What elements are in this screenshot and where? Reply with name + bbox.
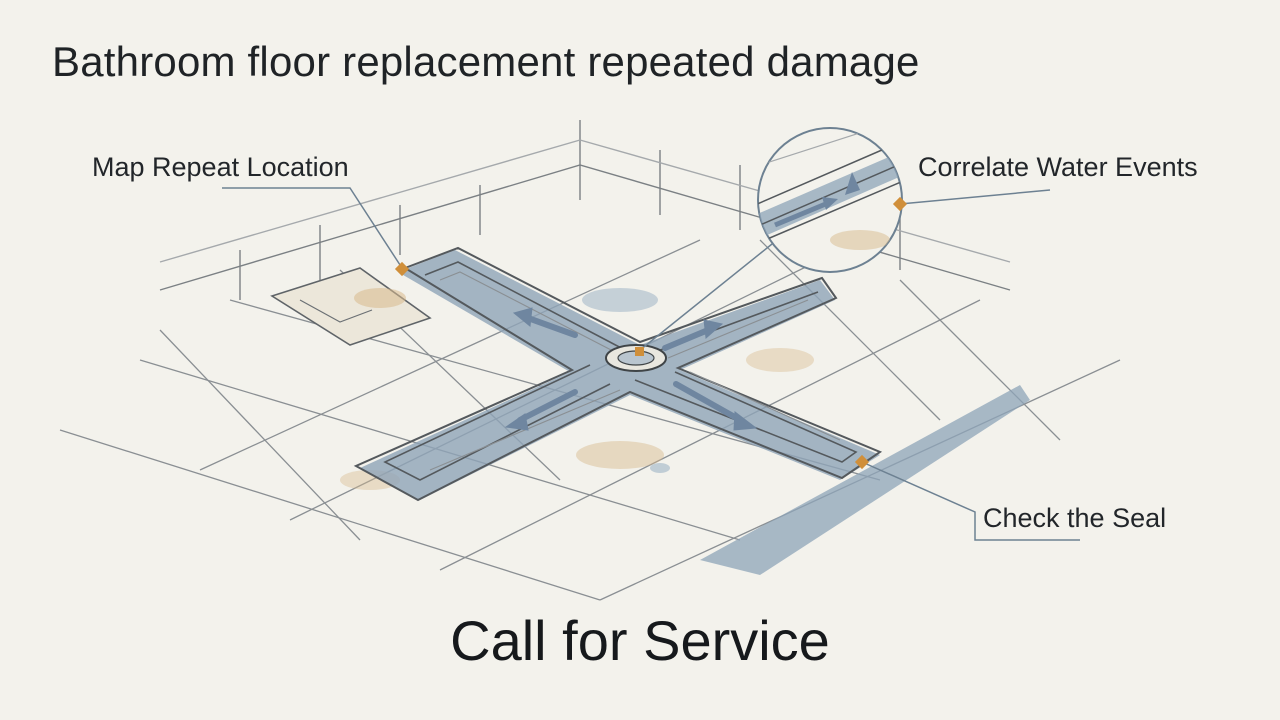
cross-drain [353, 246, 883, 502]
water-channel [700, 385, 1030, 575]
zoom-detail [639, 127, 903, 351]
callout-correlate-water-events: Correlate Water Events [918, 152, 1198, 182]
marker-correlate [892, 196, 908, 212]
callout-check-the-seal: Check the Seal [983, 503, 1167, 533]
diagram-title: Bathroom floor replacement repeated dama… [52, 38, 920, 85]
marker-drain [635, 347, 644, 356]
call-for-service-text: Call for Service [450, 609, 830, 672]
flow-arrows [504, 307, 758, 431]
callout-leaders [222, 187, 1080, 541]
marker-seal [854, 454, 870, 470]
callout-markers [394, 196, 908, 470]
marker-map-repeat [394, 261, 410, 277]
cracked-tile [270, 267, 432, 346]
callout-map-repeat-location: Map Repeat Location [92, 152, 349, 182]
